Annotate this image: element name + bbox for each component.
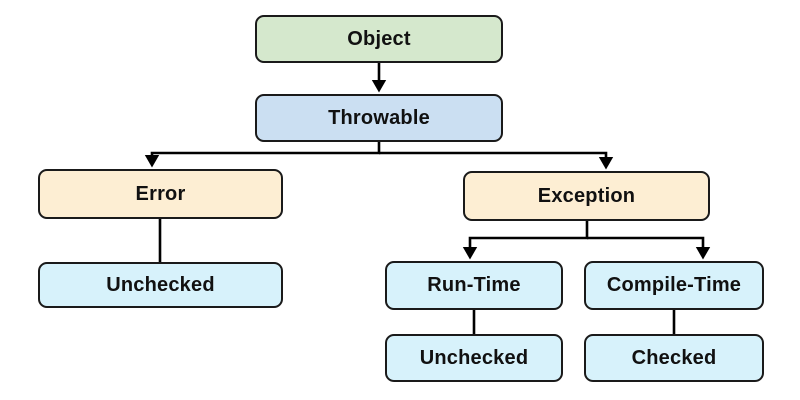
arrowhead-throwable <box>371 80 387 93</box>
node-compile-time-label: Compile-Time <box>606 274 742 296</box>
arrowhead-exception <box>598 157 614 170</box>
node-run-time: Run-Time <box>385 261 563 310</box>
node-run-time-unchecked: Unchecked <box>385 334 563 382</box>
node-error-unchecked: Unchecked <box>38 262 283 308</box>
node-error: Error <box>38 169 283 219</box>
edge-exception-compiletime <box>587 236 705 247</box>
node-object-label: Object <box>347 27 411 50</box>
node-error-label: Error <box>135 182 186 205</box>
node-compile-time-checked: Checked <box>584 334 764 382</box>
edge-throwable-error <box>150 142 381 156</box>
arrowhead-compile-time <box>695 247 711 260</box>
node-compile-time: Compile-Time <box>584 261 764 310</box>
arrowhead-run-time <box>462 247 478 260</box>
edge-throwable-exception <box>379 151 608 157</box>
arrowhead-error <box>144 155 160 168</box>
node-exception: Exception <box>463 171 710 221</box>
edge-exception-runtime <box>468 221 589 247</box>
node-run-time-unchecked-label: Unchecked <box>419 346 529 369</box>
node-error-unchecked-label: Unchecked <box>106 273 215 296</box>
node-compile-time-checked-label: Checked <box>631 346 717 369</box>
node-run-time-label: Run-Time <box>427 274 521 296</box>
node-exception-label: Exception <box>537 184 636 207</box>
node-object: Object <box>255 15 503 63</box>
node-throwable-label: Throwable <box>328 106 430 129</box>
node-throwable: Throwable <box>255 94 503 142</box>
